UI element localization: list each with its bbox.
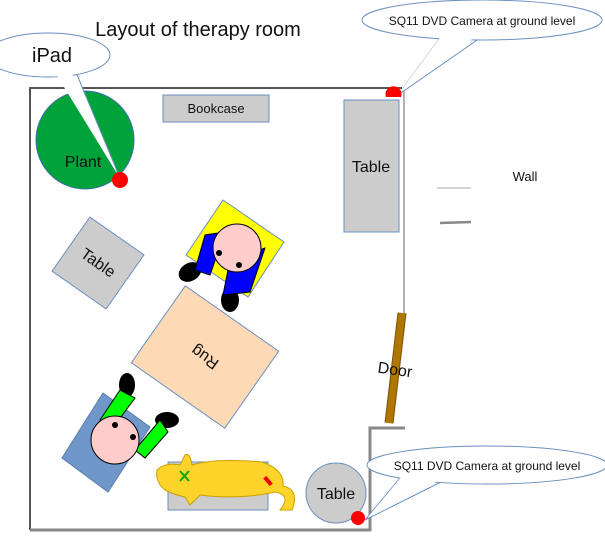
table-left: [51, 216, 145, 310]
ipad-callout: iPad: [0, 32, 121, 179]
camera-top-label: SQ11 DVD Camera at ground level: [389, 14, 576, 28]
diagram-title: Layout of therapy room: [95, 19, 301, 41]
bookcase-label: Bookcase: [187, 101, 244, 116]
rug: [130, 285, 280, 429]
table-round-label: Table: [317, 486, 355, 503]
plant-label: Plant: [65, 154, 102, 171]
ipad-label: iPad: [32, 45, 72, 67]
bookcase: [162, 94, 270, 123]
ipad-marker: [112, 172, 128, 188]
camera-top-callout: SQ11 DVD Camera at ground level: [361, 0, 603, 96]
camera-top-marker: [385, 86, 402, 97]
person-top: [178, 223, 266, 312]
cat-toy: [156, 454, 295, 511]
wall-label: Wall: [513, 169, 538, 184]
person-bottom: [90, 373, 179, 465]
camera-bottom-marker: [351, 511, 365, 525]
camera-bottom-label: SQ11 DVD Camera at ground level: [394, 459, 581, 473]
table-top-right-label: Table: [352, 159, 390, 176]
plant: [35, 90, 135, 190]
room-walls: [29, 87, 405, 532]
wall-line: [439, 220, 472, 225]
table-top-right: [343, 99, 400, 233]
camera-bottom-callout: SQ11 DVD Camera at ground level: [364, 445, 605, 521]
door-label: Door: [377, 360, 414, 382]
table-round: [305, 462, 367, 524]
